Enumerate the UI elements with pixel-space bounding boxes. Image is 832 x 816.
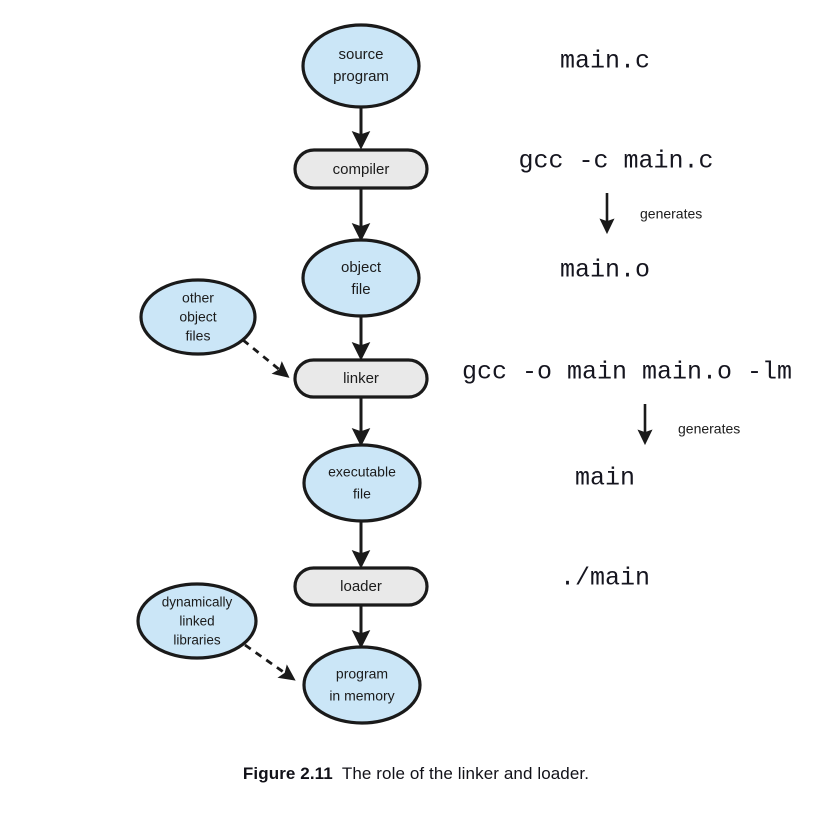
figure-number: Figure 2.11 <box>242 764 333 783</box>
dll-label-line-2: linked <box>179 614 214 629</box>
object-file-name: main.o <box>560 256 650 285</box>
source-program-label-line-2: program <box>333 68 389 85</box>
other-object-files-label-line-2: object <box>179 309 216 325</box>
source-program-label-line-1: source <box>338 46 383 63</box>
linker-label: linker <box>343 370 379 387</box>
program-in-memory-label-line-2: in memory <box>329 688 394 704</box>
node-program-in-memory: program in memory <box>302 645 422 725</box>
program-in-memory-label-line-1: program <box>336 666 388 682</box>
edge-other-objects-to-linker <box>242 338 290 378</box>
source-file-name: main.c <box>560 47 650 76</box>
executable-file-name: main <box>575 464 635 493</box>
compile-command: gcc -c main.c <box>518 147 713 176</box>
run-command: ./main <box>560 564 650 593</box>
figure-caption-text: The role of the linker and loader. <box>341 764 590 783</box>
node-loader: loader <box>293 566 429 607</box>
node-executable-file: executable file <box>302 443 422 523</box>
generates-executable-group: generates <box>637 404 740 446</box>
generates-object-label: generates <box>640 206 702 222</box>
node-linker: linker <box>293 358 429 399</box>
node-object-file: object file <box>301 238 421 318</box>
dynamically-linked-libraries-ellipse <box>136 582 258 660</box>
object-file-ellipse <box>301 238 421 318</box>
figure-caption: Figure 2.11 The role of the linker and lo… <box>0 764 832 784</box>
executable-file-ellipse <box>302 443 422 523</box>
object-file-label-line-2: file <box>351 281 370 298</box>
command-column: main.c gcc -c main.c main.o gcc -o main … <box>462 47 792 593</box>
source-program-ellipse <box>301 23 421 109</box>
node-other-object-files: other object files <box>139 278 257 356</box>
node-compiler: compiler <box>293 148 429 190</box>
loader-label: loader <box>340 578 382 595</box>
edge-layer <box>242 108 371 681</box>
edge-dll-to-program <box>244 643 296 681</box>
other-object-files-label-line-3: files <box>186 328 211 344</box>
object-file-label-line-1: object <box>341 259 382 276</box>
generates-executable-label: generates <box>678 421 740 437</box>
linker-pill <box>293 358 429 399</box>
dll-label-line-1: dynamically <box>162 595 233 610</box>
program-in-memory-ellipse <box>302 645 422 725</box>
link-command: gcc -o main main.o -lm <box>462 358 792 387</box>
other-object-files-ellipse <box>139 278 257 356</box>
executable-file-label-line-2: file <box>353 486 371 502</box>
executable-file-label-line-1: executable <box>328 464 396 480</box>
compiler-pill <box>293 148 429 190</box>
dll-label-line-3: libraries <box>173 633 221 648</box>
other-object-files-label-line-1: other <box>182 290 214 306</box>
node-source-program: source program <box>301 23 421 109</box>
node-dynamically-linked-libraries: dynamically linked libraries <box>136 582 258 660</box>
loader-pill <box>293 566 429 607</box>
generates-object-group: generates <box>599 193 702 235</box>
compiler-label: compiler <box>333 161 390 178</box>
